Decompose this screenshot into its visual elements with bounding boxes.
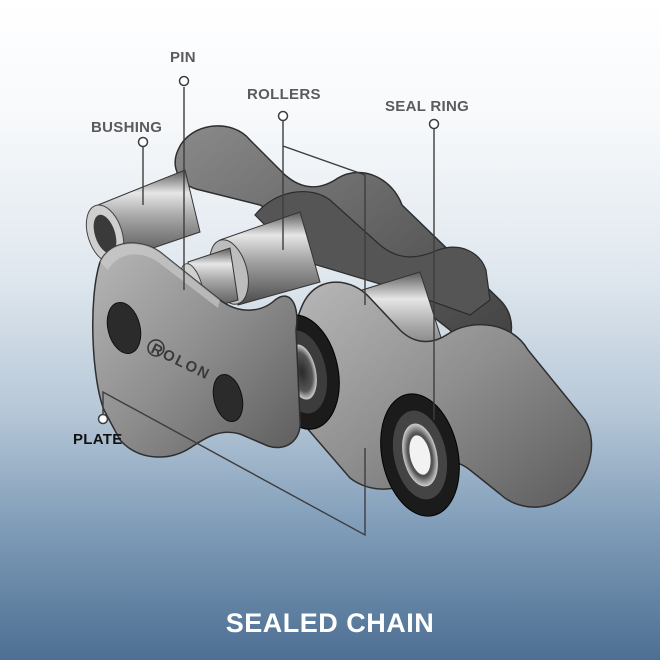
rollers-leader — [282, 118, 366, 305]
plate-label: PLATE — [73, 431, 123, 448]
plate-dot — [97, 413, 109, 425]
bushing-label: BUSHING — [91, 119, 163, 136]
rollers-dot — [277, 110, 289, 122]
leader-dots — [97, 75, 440, 425]
inner-plate — [254, 191, 491, 316]
seal-ring-front — [380, 393, 460, 517]
pin-label: PIN — [170, 49, 196, 66]
leader-lines — [102, 87, 435, 537]
pin-dot — [178, 75, 190, 87]
bushing-dot — [137, 136, 149, 148]
seal-ring-dot — [428, 118, 440, 130]
plate: ROLON — [92, 242, 301, 458]
plate-leader — [102, 390, 366, 537]
diagram-title: SEALED CHAIN — [225, 608, 435, 638]
seal-ring-label: SEAL RING — [385, 98, 470, 115]
rollers-label: ROLLERS — [247, 86, 321, 103]
brand-logo-icon — [147, 339, 165, 357]
